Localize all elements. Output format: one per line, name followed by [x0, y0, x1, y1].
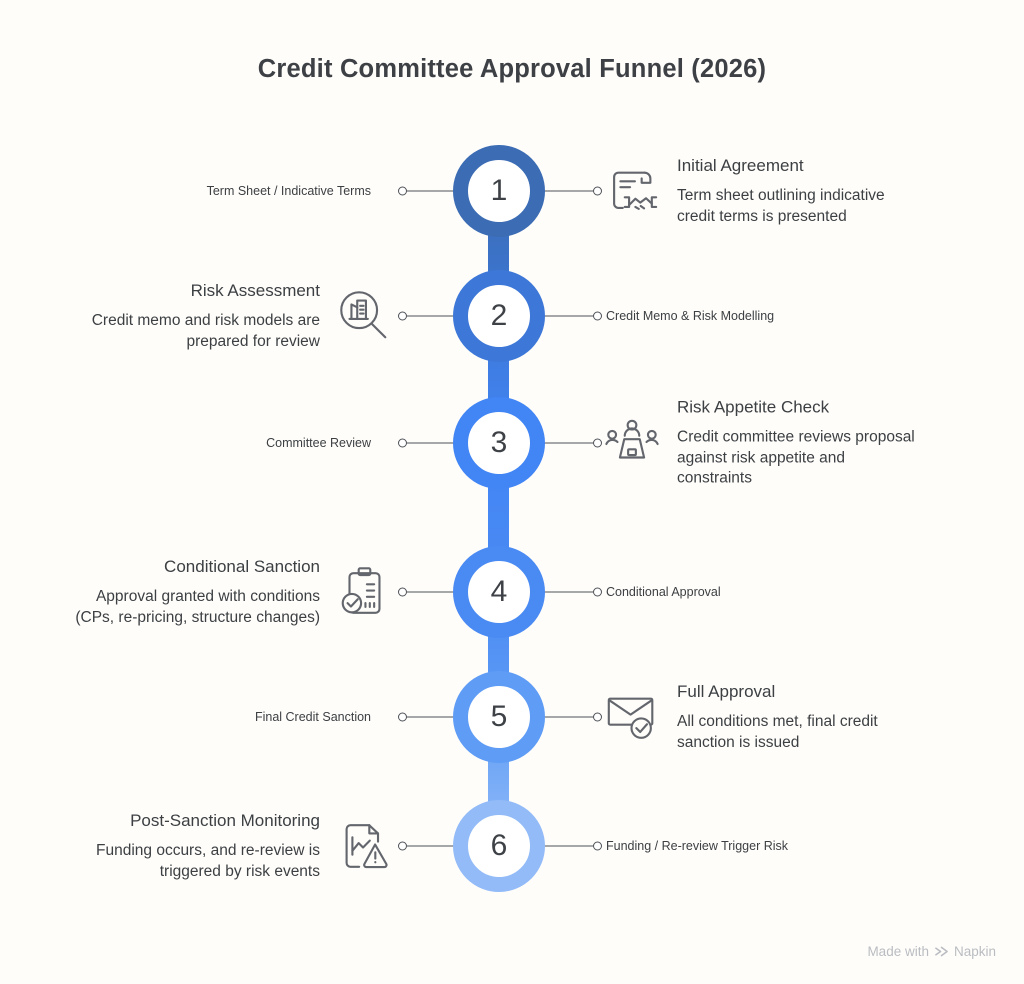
step-1-number: 1 [490, 174, 508, 207]
connector-dot [593, 712, 602, 722]
step-5-right-connector [541, 712, 602, 722]
step-6-right-connector [541, 841, 602, 851]
step-1-right-connector [541, 186, 602, 196]
step-4-body: Approval granted with conditions (CPs, r… [75, 587, 320, 626]
report-warning-icon [333, 815, 395, 877]
step-2-description: Risk Assessment Credit memo and risk mod… [0, 280, 320, 352]
step-3-right-connector [541, 438, 602, 448]
step-2-circle: 2 [453, 270, 545, 362]
step-3-left-label: Committee Review [266, 436, 371, 450]
mail-check-icon [601, 686, 663, 748]
step-5-circle: 5 [453, 671, 545, 763]
connector-dot [593, 438, 602, 448]
connector-line [541, 591, 593, 593]
step-6-right-label: Funding / Re-review Trigger Risk [606, 839, 789, 853]
step-5-left-connector [398, 712, 456, 722]
connector-dot [398, 438, 407, 448]
connector-dot [398, 587, 407, 597]
clipboard-check-icon [333, 561, 395, 623]
connector-dot [398, 311, 407, 321]
step-4-heading: Conditional Sanction [164, 556, 320, 576]
connector-line [407, 190, 456, 192]
step-3-description: Risk Appetite Check Credit committee rev… [677, 397, 957, 490]
step-3-number: 3 [490, 426, 508, 459]
connector-dot [593, 587, 602, 597]
step-1-heading: Initial Agreement [677, 155, 804, 175]
connector-dot [398, 186, 407, 196]
step-5-left-label: Final Credit Sanction [254, 710, 371, 724]
connector-line [407, 716, 456, 718]
step-4-left-connector [398, 587, 456, 597]
napkin-logo-icon [934, 945, 949, 958]
step-6-number: 6 [490, 829, 508, 862]
step-6-circle: 6 [453, 800, 545, 892]
connector-line [541, 315, 593, 317]
step-3-ring: 3 [453, 397, 545, 489]
risk-analysis-icon [333, 285, 395, 347]
agreement-icon [601, 160, 663, 222]
step-2-left-connector [398, 311, 456, 321]
connector-line [407, 442, 456, 444]
step-6-heading: Post-Sanction Monitoring [130, 810, 320, 830]
connector-line [541, 442, 593, 444]
connector-line [541, 845, 593, 847]
step-2-right-label: Credit Memo & Risk Modelling [606, 309, 775, 323]
connector-line [541, 716, 593, 718]
step-6-description: Post-Sanction Monitoring Funding occurs,… [0, 810, 320, 882]
step-4-description: Conditional Sanction Approval granted wi… [0, 556, 320, 628]
step-1-left-label: Term Sheet / Indicative Terms [206, 184, 371, 198]
step-4-number: 4 [490, 575, 508, 608]
page-title: Credit Committee Approval Funnel (2026) [257, 55, 767, 83]
connector-dot [398, 841, 407, 851]
step-4-circle: 4 [453, 546, 545, 638]
step-4-right-label: Conditional Approval [606, 585, 721, 599]
step-2-number: 2 [490, 299, 508, 332]
step-1-ring: 1 [453, 145, 545, 237]
step-2-ring: 2 [453, 270, 545, 362]
watermark-prefix: Made with [867, 944, 929, 959]
step-1-left-connector [398, 186, 456, 196]
made-with-napkin-watermark: Made with Napkin [867, 944, 996, 959]
step-2-body: Credit memo and risk models are prepared… [91, 311, 320, 350]
step-1-body: Term sheet outlining indicative credit t… [677, 186, 885, 225]
connector-dot [398, 712, 407, 722]
step-6-left-connector [398, 841, 456, 851]
step-3-left-connector [398, 438, 456, 448]
step-6-ring: 6 [453, 800, 545, 892]
connector-dot [593, 841, 602, 851]
connector-line [541, 190, 593, 192]
step-3-circle: 3 [453, 397, 545, 489]
step-3-body: Credit committee reviews proposal agains… [677, 428, 915, 487]
connector-line [407, 315, 456, 317]
step-1-circle: 1 [453, 145, 545, 237]
connector-dot [593, 186, 602, 196]
step-4-ring: 4 [453, 546, 545, 638]
step-5-heading: Full Approval [677, 681, 776, 701]
step-2-right-connector [541, 311, 602, 321]
step-3-heading: Risk Appetite Check [677, 397, 830, 417]
step-1-description: Initial Agreement Term sheet outlining i… [677, 155, 957, 227]
committee-icon [601, 412, 663, 474]
step-5-body: All conditions met, final credit sanctio… [677, 712, 878, 751]
step-5-number: 5 [490, 700, 508, 733]
step-4-right-connector [541, 587, 602, 597]
step-5-description: Full Approval All conditions met, final … [677, 681, 957, 753]
step-5-ring: 5 [453, 671, 545, 763]
watermark-brand: Napkin [953, 944, 996, 959]
connector-dot [593, 311, 602, 321]
step-2-heading: Risk Assessment [190, 280, 320, 300]
connector-line [407, 591, 456, 593]
step-6-body: Funding occurs, and re-review is trigger… [96, 841, 320, 880]
connector-line [407, 845, 456, 847]
